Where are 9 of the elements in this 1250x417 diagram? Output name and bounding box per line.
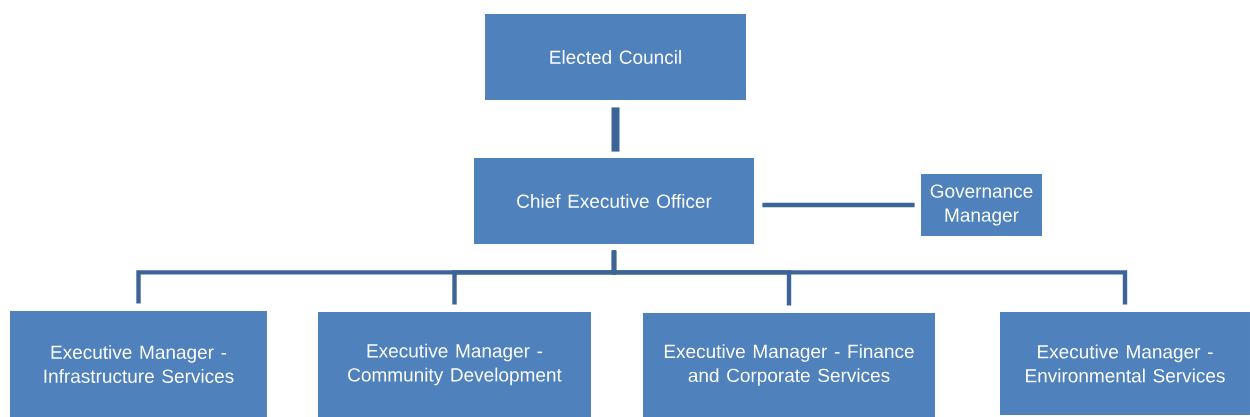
role-box: Executive Manager - Community Development: [318, 312, 591, 417]
role-box: Governance Manager: [921, 174, 1042, 236]
role-box: Executive Manager - Infrastructure Services: [10, 311, 267, 417]
connector-line: [762, 202, 915, 208]
role-box: Executive Manager - Environmental Services: [1000, 312, 1250, 415]
connector-line: [611, 250, 1128, 305]
role-box: Elected Council: [485, 14, 746, 100]
role-box: Chief Executive Officer: [474, 158, 754, 244]
role-box: Executive Manager - Finance and Corporate Services: [643, 313, 935, 417]
